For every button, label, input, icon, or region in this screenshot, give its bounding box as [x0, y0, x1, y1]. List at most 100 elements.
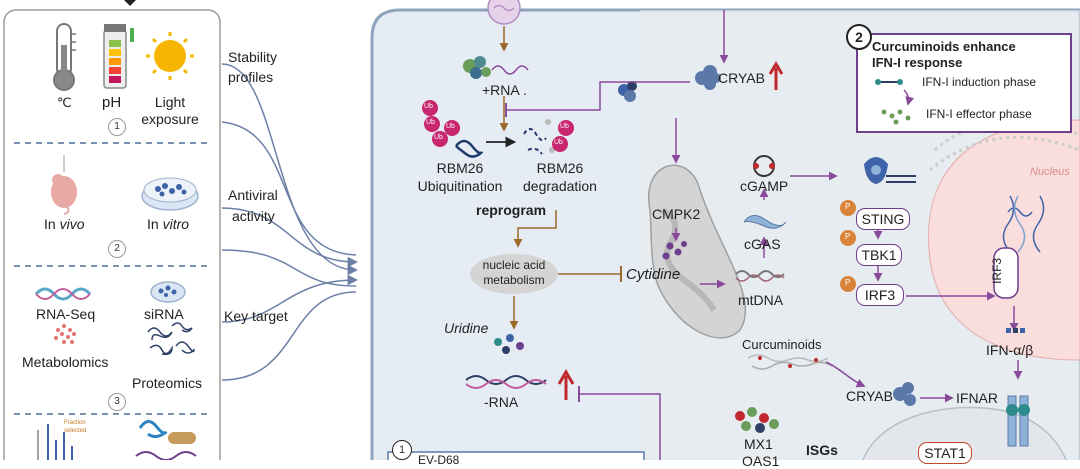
mitochondrion — [647, 164, 747, 339]
legend-effector: IFN-I effector phase — [926, 107, 1032, 121]
legend-title-2: IFN-I response — [872, 55, 963, 70]
top-arrow-icon — [124, 0, 136, 6]
sting-receptor-icon — [864, 157, 916, 184]
phospho-icon-3 — [840, 276, 856, 292]
cmpk2-label: CMPK2 — [652, 206, 701, 222]
cytidine-label: Cytidine — [626, 266, 681, 283]
ribosome-icon — [463, 56, 491, 79]
oas1-label: OAS1 — [742, 453, 780, 469]
p-label-3: P — [845, 278, 851, 287]
rna-seq-label: RNA-Seq — [36, 306, 96, 322]
minus-rna-label: -RNA — [484, 394, 519, 410]
rna-seq-wave-icon — [34, 287, 92, 301]
mtdna-label: mtDNA — [738, 292, 784, 308]
rbm26-ubi-1: RBM26 — [436, 160, 484, 176]
tbk1-pill: TBK1 — [856, 244, 902, 266]
petri-dish-icon — [141, 177, 199, 211]
antiviral-label-1: Antiviral — [228, 187, 278, 203]
rbm26-degradation-icon — [523, 119, 574, 155]
metabolomics-label: Metabolomics — [22, 354, 109, 370]
phospho-icon-2 — [840, 230, 856, 246]
uridine-label: Uridine — [444, 320, 489, 336]
in-vitro-label: In vitro — [147, 216, 190, 232]
metabolomics-dots-icon — [54, 324, 76, 344]
chart-note-1: Fraction — [64, 420, 86, 426]
plus-rna-label: +RNA . — [482, 82, 527, 98]
chart-note-2: selected — [64, 428, 87, 434]
ph-label: pH — [102, 94, 122, 111]
uridine-molecules — [494, 334, 524, 354]
curcuminoids-label: Curcuminoids — [742, 337, 822, 352]
ub-label-3: Ub — [434, 134, 443, 141]
temp-label: ℃ — [57, 95, 72, 110]
legend-title-1: Curcuminoids enhance — [872, 39, 1016, 54]
protein-structure-icon — [135, 420, 197, 460]
light-label-2: exposure — [141, 111, 199, 127]
sting-pill: STING — [856, 208, 910, 230]
phospho-icon-1 — [840, 200, 856, 216]
virus-icon — [487, 0, 521, 25]
mx1-label: MX1 — [744, 436, 773, 452]
cryab-up-arrow — [768, 61, 784, 90]
nucleus-label: Nucleus — [1030, 166, 1070, 178]
protein-complex-icon — [618, 81, 637, 102]
ifn-label: IFN-α/β — [986, 342, 1034, 358]
rbm26-ubi-2: Ubiquitination — [417, 178, 503, 194]
rbm26-deg-2: degradation — [523, 178, 597, 194]
negative-rna-strand — [465, 375, 547, 385]
box-1-badge: 1 — [392, 440, 412, 460]
nucleic-acid-node — [470, 254, 558, 294]
cytidine-molecules — [662, 241, 687, 260]
left-panel-frame — [3, 9, 221, 460]
ub-label-4: Ub — [446, 123, 455, 130]
box-1-text: EV-D68 — [418, 453, 460, 467]
sirna-label: siRNA — [144, 306, 184, 322]
cryab-lower-label: CRYAB — [846, 388, 893, 404]
ph-strip-icon — [103, 24, 134, 89]
proteomics-label: Proteomics — [132, 375, 203, 391]
sirna-dish-icon — [150, 281, 186, 303]
stability-label-1: Stability — [228, 49, 278, 65]
fraction-chart-icon — [37, 424, 73, 460]
legend-induction: IFN-I induction phase — [922, 75, 1037, 89]
irf3-vertical-label: IRF3 — [990, 257, 1005, 284]
rna-up-arrow — [557, 369, 575, 400]
irf3-vertical-pill — [993, 247, 1019, 299]
rbm26-deg-1: RBM26 — [536, 160, 584, 176]
step-3-badge: 3 — [108, 393, 126, 411]
p-label-2: P — [845, 232, 851, 241]
reprogram-label: reprogram — [476, 202, 547, 218]
box-1-frame — [387, 451, 645, 460]
cgamp-icon — [753, 155, 775, 177]
stat1-pill: STAT1 — [918, 442, 972, 464]
light-label-1: Light — [154, 94, 186, 110]
cryab-lower-icon — [893, 382, 916, 406]
ub-label-1: Ub — [424, 103, 433, 110]
nucleic-label-1: nucleic acid — [482, 258, 546, 272]
mouse-icon — [51, 155, 77, 215]
isg-molecules — [735, 407, 779, 433]
ifn-molecules — [1006, 328, 1025, 333]
mtdna-strand — [735, 270, 785, 278]
p-label-1: P — [845, 202, 851, 211]
ub-label-6: Ub — [554, 139, 563, 146]
effector-legend-icon — [881, 109, 911, 125]
ub-label-5: Ub — [560, 123, 569, 130]
stability-label-2: profiles — [228, 69, 274, 85]
dna-helix-icon — [1002, 195, 1015, 253]
key-target-label: Key target — [224, 308, 288, 324]
curcuminoids-molecule-icon — [747, 354, 833, 370]
nucleic-label-2: metabolism — [483, 273, 545, 287]
cgas-label: cGAS — [744, 236, 781, 252]
antiviral-label-2: activity — [232, 208, 275, 224]
in-vivo-label: In vivo — [44, 216, 85, 232]
cgas-icon — [743, 215, 787, 229]
ub-label-2: Ub — [426, 119, 435, 126]
irf3-pill: IRF3 — [856, 284, 904, 306]
sun-icon — [146, 32, 194, 80]
proteomics-icon — [147, 322, 195, 356]
thermometer-icon — [53, 23, 76, 91]
ifnar-receptor-icon — [1006, 395, 1030, 447]
